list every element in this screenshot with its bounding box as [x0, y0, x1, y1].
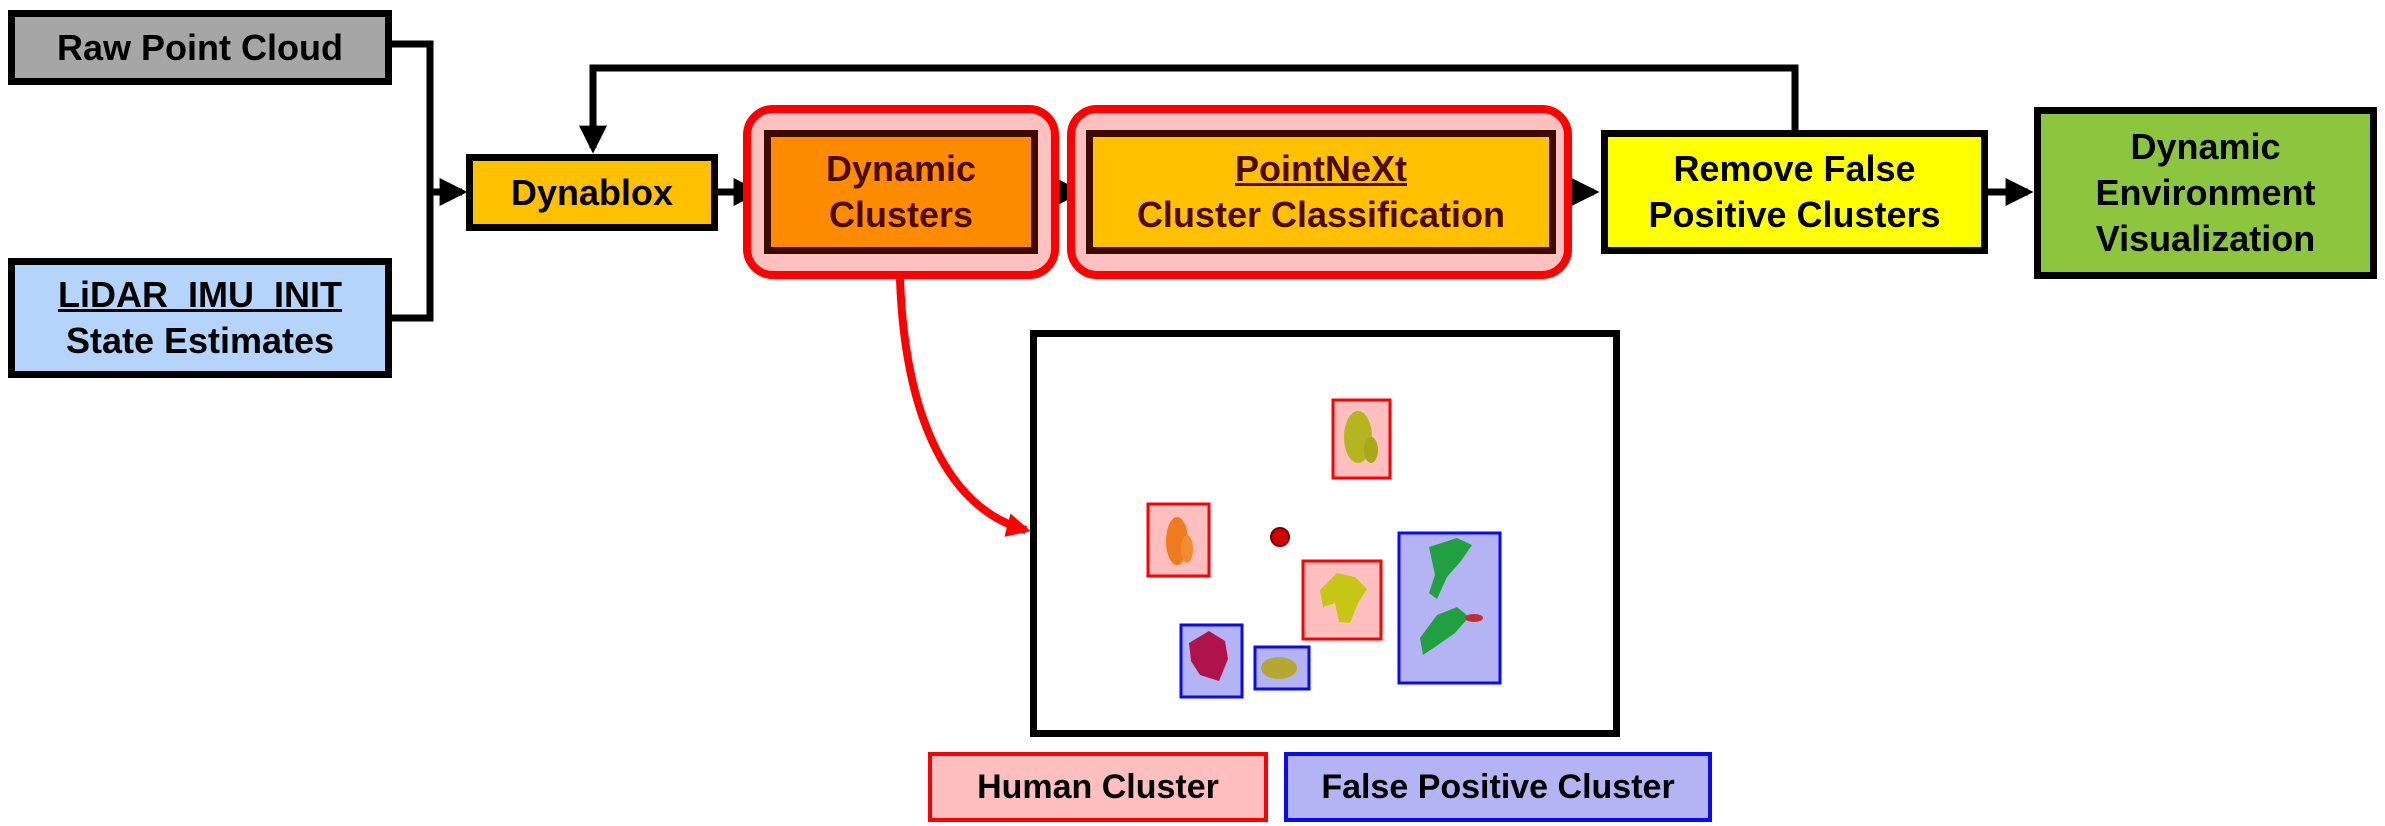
legend-human-cluster: Human Cluster	[928, 752, 1268, 822]
remove-false-positive-line2: Positive Clusters	[1648, 194, 1941, 235]
dynablox-label: Dynablox	[510, 171, 674, 213]
dynamic-clusters-box: Dynamic Clusters	[764, 130, 1038, 254]
raw-point-cloud-label: Raw Point Cloud	[57, 26, 343, 68]
sensor-position-dot	[1270, 527, 1290, 547]
cluster-classification-label: Cluster Classification	[1136, 194, 1506, 235]
dynamic-environment-visualization-box: Dynamic Environment Visualization	[2034, 107, 2377, 279]
lidar-imu-init-box: LiDAR_IMU_INIT State Estimates	[8, 258, 392, 378]
pointnext-label: PointNeXt	[1234, 148, 1407, 189]
dynamic-clusters-line2: Clusters	[828, 194, 974, 235]
pointnext-box: PointNeXt Cluster Classification	[1086, 130, 1556, 254]
points-crimson	[1189, 631, 1228, 681]
points-olive-bottom	[1261, 657, 1297, 679]
cluster-visualization-image	[1146, 398, 1502, 699]
feedback-loop-arrow	[579, 64, 1799, 154]
points-yellow-center	[1320, 573, 1367, 623]
dynamic-env-vis-line2: Environment	[2095, 172, 2316, 213]
lidar-imu-init-label: LiDAR_IMU_INIT	[57, 274, 342, 315]
dynamic-clusters-line1: Dynamic	[825, 148, 977, 189]
points-red-right	[1465, 614, 1483, 622]
dynablox-box: Dynablox	[466, 154, 718, 231]
dynamic-env-vis-line1: Dynamic	[2130, 126, 2281, 167]
state-estimates-label: State Estimates	[65, 320, 335, 361]
raw-point-cloud-box: Raw Point Cloud	[8, 10, 392, 85]
legend-false-positive-cluster: False Positive Cluster	[1284, 752, 1712, 822]
cluster-visualization-panel	[1030, 330, 1620, 737]
points-green-upper	[1429, 538, 1472, 599]
legend-human-cluster-label: Human Cluster	[977, 767, 1219, 806]
legend-false-positive-label: False Positive Cluster	[1321, 767, 1675, 806]
points-green-lower	[1420, 607, 1469, 655]
false-positive-box-right	[1397, 531, 1502, 685]
remove-false-positive-box: Remove False Positive Clusters	[1601, 130, 1988, 254]
remove-false-positive-line1: Remove False	[1673, 148, 1916, 189]
raw-cloud-connector	[392, 40, 434, 322]
dynamic-env-vis-line3: Visualization	[2095, 218, 2316, 259]
